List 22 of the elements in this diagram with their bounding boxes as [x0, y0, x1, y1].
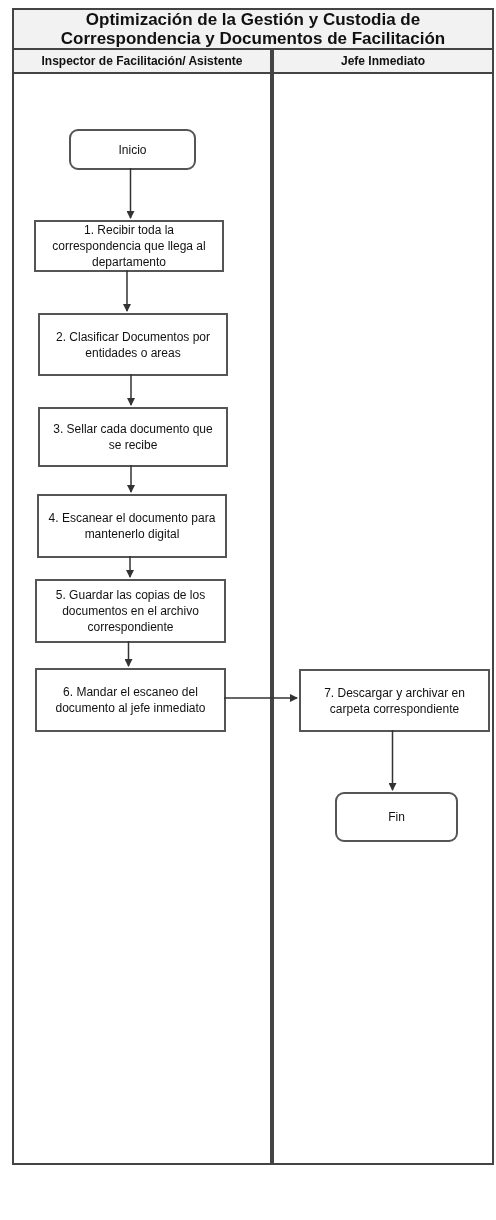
- terminal-box: Inicio: [69, 129, 196, 170]
- terminal-box: Fin: [335, 792, 458, 842]
- process-box: 4. Escanear el documento para mantenerlo digital: [37, 494, 227, 558]
- arrow: [126, 167, 135, 219]
- process-box: 1. Recibir toda la correspondencia que llega al departamento: [34, 220, 224, 272]
- arrow: [223, 694, 298, 702]
- lane-header: Jefe Inmediato: [274, 50, 492, 74]
- process-box: 6. Mandar el escaneo del documento al jefe inmediato: [35, 668, 226, 732]
- arrow: [127, 464, 135, 493]
- process-box: 2. Clasificar Documentos por entidades o areas: [38, 313, 228, 376]
- arrow: [388, 729, 397, 791]
- diagram-title: Optimización de la Gestión y Custodia de Correspondencia y Documentos de Facilitación: [12, 8, 494, 50]
- process-box: 5. Guardar las copias de los documentos en el archivo correspondiente: [35, 579, 226, 643]
- process-box: 7. Descargar y archivar en carpeta correspondiente: [299, 669, 490, 732]
- swimlane: [12, 48, 272, 1165]
- arrow: [126, 555, 134, 578]
- arrow: [127, 373, 135, 406]
- process-box: 3. Sellar cada documento que se recibe: [38, 407, 228, 467]
- swimlane: [272, 48, 494, 1165]
- arrow: [124, 640, 133, 667]
- arrow: [123, 269, 131, 312]
- lane-header: Inspector de Facilitación/ Asistente: [14, 50, 270, 74]
